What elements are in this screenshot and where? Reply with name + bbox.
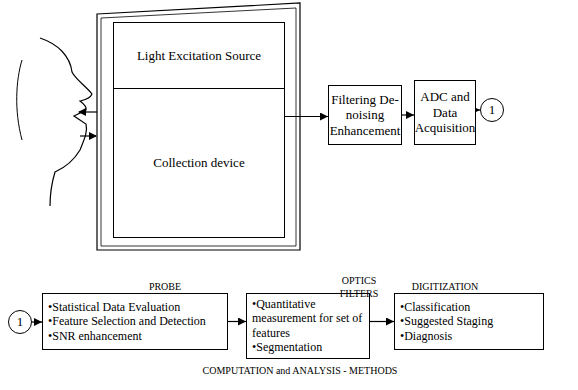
light-source-compartment: Light Excitation Source bbox=[113, 22, 285, 89]
probe-housing bbox=[97, 3, 300, 250]
connector-circle: 1 bbox=[480, 98, 504, 122]
section-label: COMPUTATION and ANALYSIS - METHODS bbox=[150, 364, 450, 377]
node-text: 1 bbox=[17, 314, 24, 330]
collection-device-compartment: Collection device bbox=[113, 88, 285, 238]
node-text: •Diagnosis bbox=[400, 329, 452, 343]
node-text: •SNR enhancement bbox=[48, 329, 142, 343]
node-text: •Feature Selection and Detection bbox=[48, 314, 206, 328]
node-text: 1 bbox=[489, 102, 496, 118]
node-text: ADC and Data Acquisition bbox=[415, 89, 476, 136]
node-text: Collection device bbox=[153, 155, 244, 171]
node-text: Light Excitation Source bbox=[137, 48, 261, 64]
process-box: •Quantitative measurement for set of fea… bbox=[246, 293, 370, 359]
node-text: •Classification bbox=[400, 300, 470, 314]
face-profile bbox=[40, 38, 92, 206]
node-text: Filtering De-noising Enhancement bbox=[330, 92, 401, 139]
node-text: •Statistical Data Evaluation bbox=[48, 300, 180, 314]
connector-circle: 1 bbox=[8, 310, 32, 334]
section-label: PROBE bbox=[120, 280, 210, 293]
section-label: OPTICS FILTERS bbox=[328, 274, 390, 300]
process-box: •Statistical Data Evaluation•Feature Sel… bbox=[42, 293, 228, 350]
collection-arrow bbox=[80, 135, 96, 136]
flow-arrow bbox=[32, 321, 42, 322]
section-label: DIGITIZATION bbox=[400, 280, 490, 293]
node-text: •Segmentation bbox=[252, 340, 322, 354]
process-box: Filtering De-noising Enhancement bbox=[328, 85, 402, 145]
flow-arrow bbox=[285, 116, 328, 117]
node-text: •Suggested Staging bbox=[400, 314, 493, 328]
excitation-arrow bbox=[79, 111, 97, 112]
probe-housing-inner-edge bbox=[101, 8, 296, 246]
process-box: •Classification•Suggested Staging•Diagno… bbox=[394, 293, 544, 350]
flow-arrow bbox=[402, 114, 414, 115]
ear-line bbox=[17, 60, 22, 140]
flow-arrow bbox=[228, 321, 246, 322]
process-box: ADC and Data Acquisition bbox=[414, 80, 476, 145]
flow-arrow bbox=[370, 321, 394, 322]
node-text: •Quantitative measurement for set of fea… bbox=[252, 297, 364, 340]
